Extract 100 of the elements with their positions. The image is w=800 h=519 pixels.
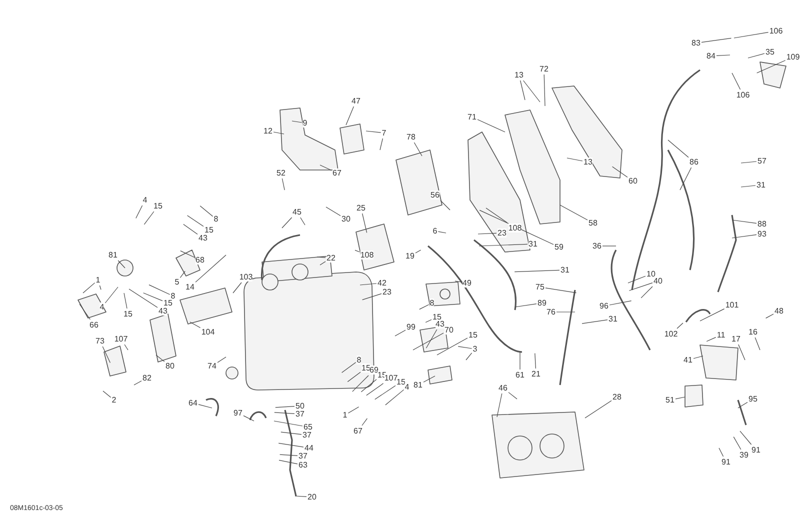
leader-line [366,383,384,396]
leader-line [560,204,588,220]
leader-line [440,200,450,210]
leader-line [217,356,226,363]
leader-line [326,206,341,216]
callout-number: 23 [498,228,506,238]
callout-number: 11 [716,330,726,340]
callout-number: 15 [362,364,370,372]
leader-line [628,282,653,291]
leader-line [675,396,686,400]
leader-line [385,389,404,406]
leader-line [374,385,396,400]
callout-number: 59 [554,242,564,252]
leader-line [128,288,158,308]
callout-number: 17 [732,334,740,344]
leader-line [514,304,537,308]
callout-number: 31 [528,240,538,248]
leader-line [102,390,112,398]
callout-number: 88 [758,220,766,228]
callout-number: 13 [514,70,524,80]
callout-number: 6 [432,226,438,236]
leader-line [454,280,462,282]
leader-line [419,304,430,310]
callout-number: 71 [468,112,476,122]
leader-line [477,119,506,132]
callout-number: 45 [292,208,302,216]
leader-line [716,54,730,56]
callout-number: 5 [174,278,180,286]
callout-number: 66 [90,320,98,330]
callout-number: 31 [608,314,618,324]
leader-line [754,337,760,350]
callout-number: 56 [430,190,440,200]
leader-line [584,400,612,418]
leader-line [320,261,326,266]
callout-number: 8 [430,298,434,308]
callout-number: 20 [308,492,316,502]
callout-number: 4 [142,196,148,204]
callout-number: 44 [304,444,314,452]
leader-line [190,322,201,328]
leader-line [706,337,716,342]
callout-number: 78 [406,132,416,142]
callout-number: 58 [588,218,598,228]
leader-line [380,138,383,150]
callout-number: 42 [378,278,386,288]
callout-number: 52 [276,168,286,178]
leader-line [198,404,212,408]
callout-number: 74 [208,362,216,370]
leader-line [360,283,377,286]
leader-line [274,412,295,414]
callout-number: 95 [748,394,758,404]
callout-number: 28 [612,392,622,402]
leader-line [300,217,306,226]
callout-number: 89 [538,298,546,308]
callout-number: 80 [166,362,174,370]
leader-line [545,288,577,294]
callout-number: 8 [356,356,362,364]
leader-line [280,454,298,456]
callout-number: 73 [96,336,104,346]
callout-number: 64 [188,398,198,408]
callout-number: 15 [468,330,478,340]
leader-line [415,250,422,254]
leader-line [362,418,368,426]
callout-number: 108 [360,250,374,260]
leader-line [732,72,741,90]
leader-line [282,217,292,228]
callout-number: 60 [628,176,638,186]
leader-line [466,352,472,360]
callout-number: 101 [725,300,739,310]
callout-number: 15 [124,310,132,318]
callout-number: 41 [684,356,692,364]
leader-line [740,185,756,188]
leader-line [680,167,692,190]
callout-number: 15 [396,378,406,386]
callout-number: 67 [354,426,362,436]
leader-line [412,332,444,350]
leader-line [195,254,226,282]
leader-line [740,430,752,445]
leader-line [156,354,165,362]
leader-line [514,270,560,272]
callout-number: 108 [508,224,522,232]
callout-number: 3 [472,344,478,354]
leader-line [134,380,142,386]
callout-number: 107 [114,334,128,344]
leader-line [124,344,128,350]
callout-number: 13 [584,158,592,166]
leader-line [282,178,285,190]
leader-line [347,372,361,382]
callout-number: 75 [536,282,544,292]
callout-number: 43 [198,234,208,242]
leader-line [148,284,170,295]
leader-line [718,448,724,457]
callout-number: 99 [406,322,416,332]
leader-line [523,80,540,102]
leader-line [582,320,608,324]
leader-line [733,436,742,450]
leader-line [99,285,102,290]
callout-number: 22 [326,254,336,262]
leader-line [280,432,302,435]
callout-number: 37 [302,430,312,440]
leader-line [640,286,653,298]
